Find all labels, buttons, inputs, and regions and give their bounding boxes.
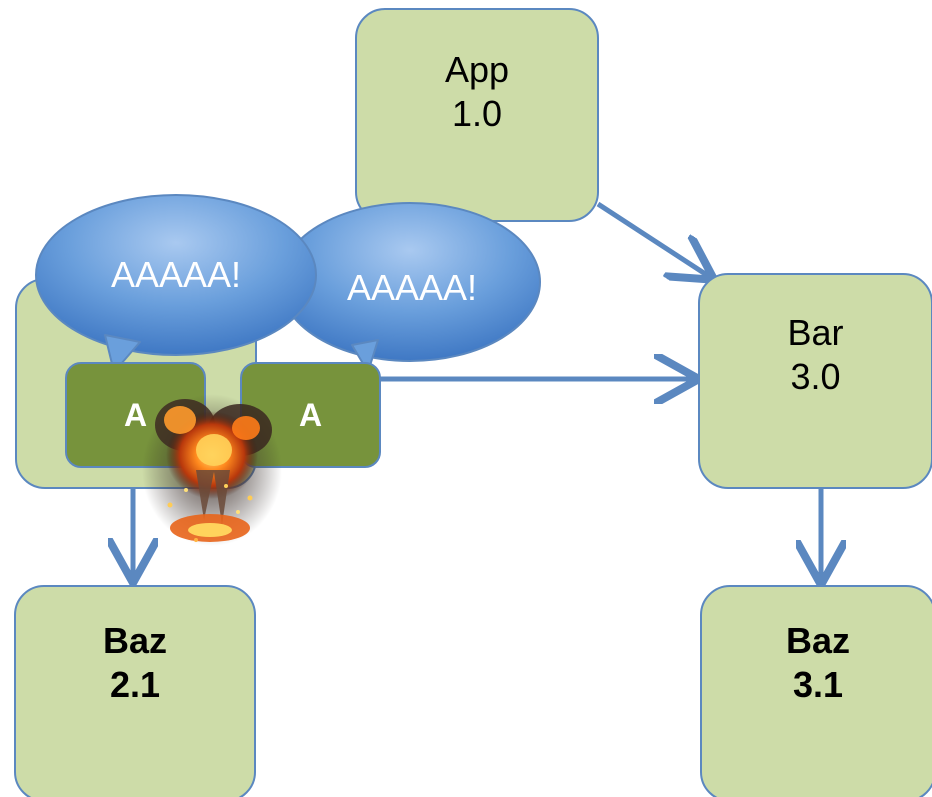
speech-bubble-left-text: AAAAA! (110, 254, 242, 295)
app-node: App 1.0 (355, 8, 599, 222)
speech-bubble-left-shape (35, 194, 317, 373)
package-a-left-label: A (123, 396, 148, 433)
baz-left-name: Baz (102, 620, 168, 661)
baz-left-node: Baz 2.1 (14, 585, 256, 797)
package-a-right-label: A (298, 396, 323, 433)
bar-node: Bar 3.0 (698, 273, 932, 489)
app-node-name: App (444, 49, 510, 90)
baz-right-name: Baz (785, 620, 851, 661)
baz-left-version: 2.1 (109, 664, 161, 705)
bar-node-name: Bar (787, 312, 844, 353)
baz-right-version: 3.1 (792, 664, 844, 705)
baz-right-node: Baz 3.1 (700, 585, 932, 797)
speech-bubble-right-text: AAAAA! (346, 267, 478, 308)
arrow-app-to-bar (596, 201, 710, 277)
app-node-version: 1.0 (451, 93, 503, 134)
bar-node-version: 3.0 (790, 356, 841, 397)
